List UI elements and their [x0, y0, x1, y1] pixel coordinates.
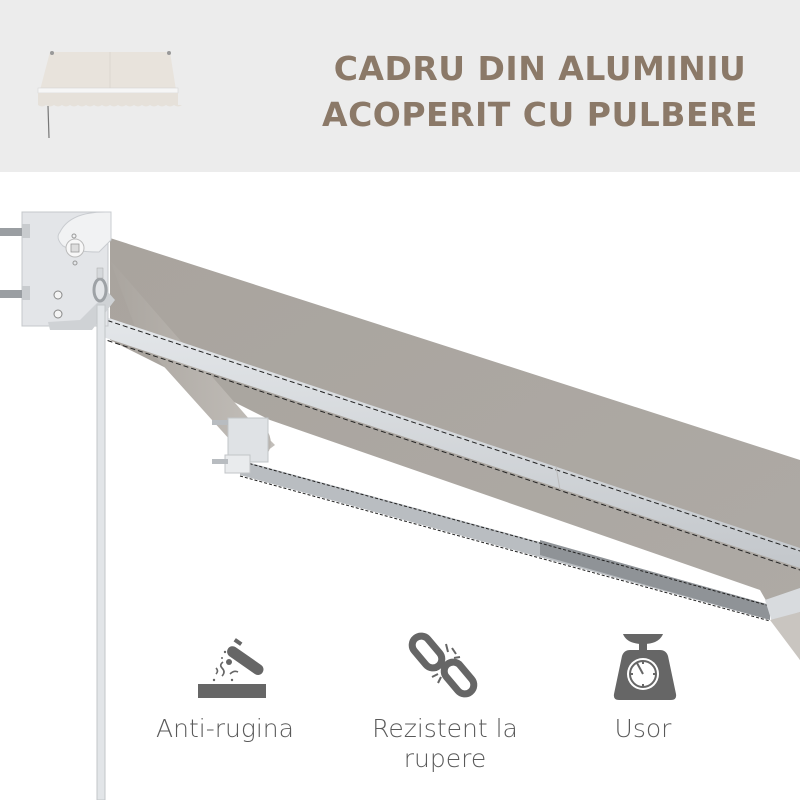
awning-illustration [0, 211, 800, 800]
anti-rust-icon [198, 638, 266, 698]
feature-label: Usor [614, 714, 672, 743]
title-line-1: CADRU DIN ALUMINIU [333, 49, 747, 88]
feature-list: Anti-rugina Rezistent la rupere [0, 620, 800, 800]
broken-chain-icon [408, 632, 478, 698]
feature-label: Anti-rugina [156, 714, 294, 743]
feature-label-line-2: rupere [403, 744, 487, 773]
feature-lightweight: Usor [553, 630, 733, 744]
upper-arm [100, 315, 800, 568]
feature-anti-rust: Anti-rugina [135, 630, 315, 744]
header-banner: CADRU DIN ALUMINIU ACOPERIT CU PULBERE [0, 0, 800, 172]
feature-label-line-1: Rezistent la [372, 714, 518, 743]
scale-icon [613, 634, 677, 700]
page-title: CADRU DIN ALUMINIU ACOPERIT CU PULBERE [300, 46, 780, 138]
feature-label: Rezistent la rupere [355, 714, 535, 774]
awning-thumbnail-icon [37, 51, 182, 139]
crank-pole [96, 304, 106, 800]
feature-tear-resistant: Rezistent la rupere [355, 630, 535, 774]
title-line-2: ACOPERIT CU PULBERE [322, 95, 758, 134]
